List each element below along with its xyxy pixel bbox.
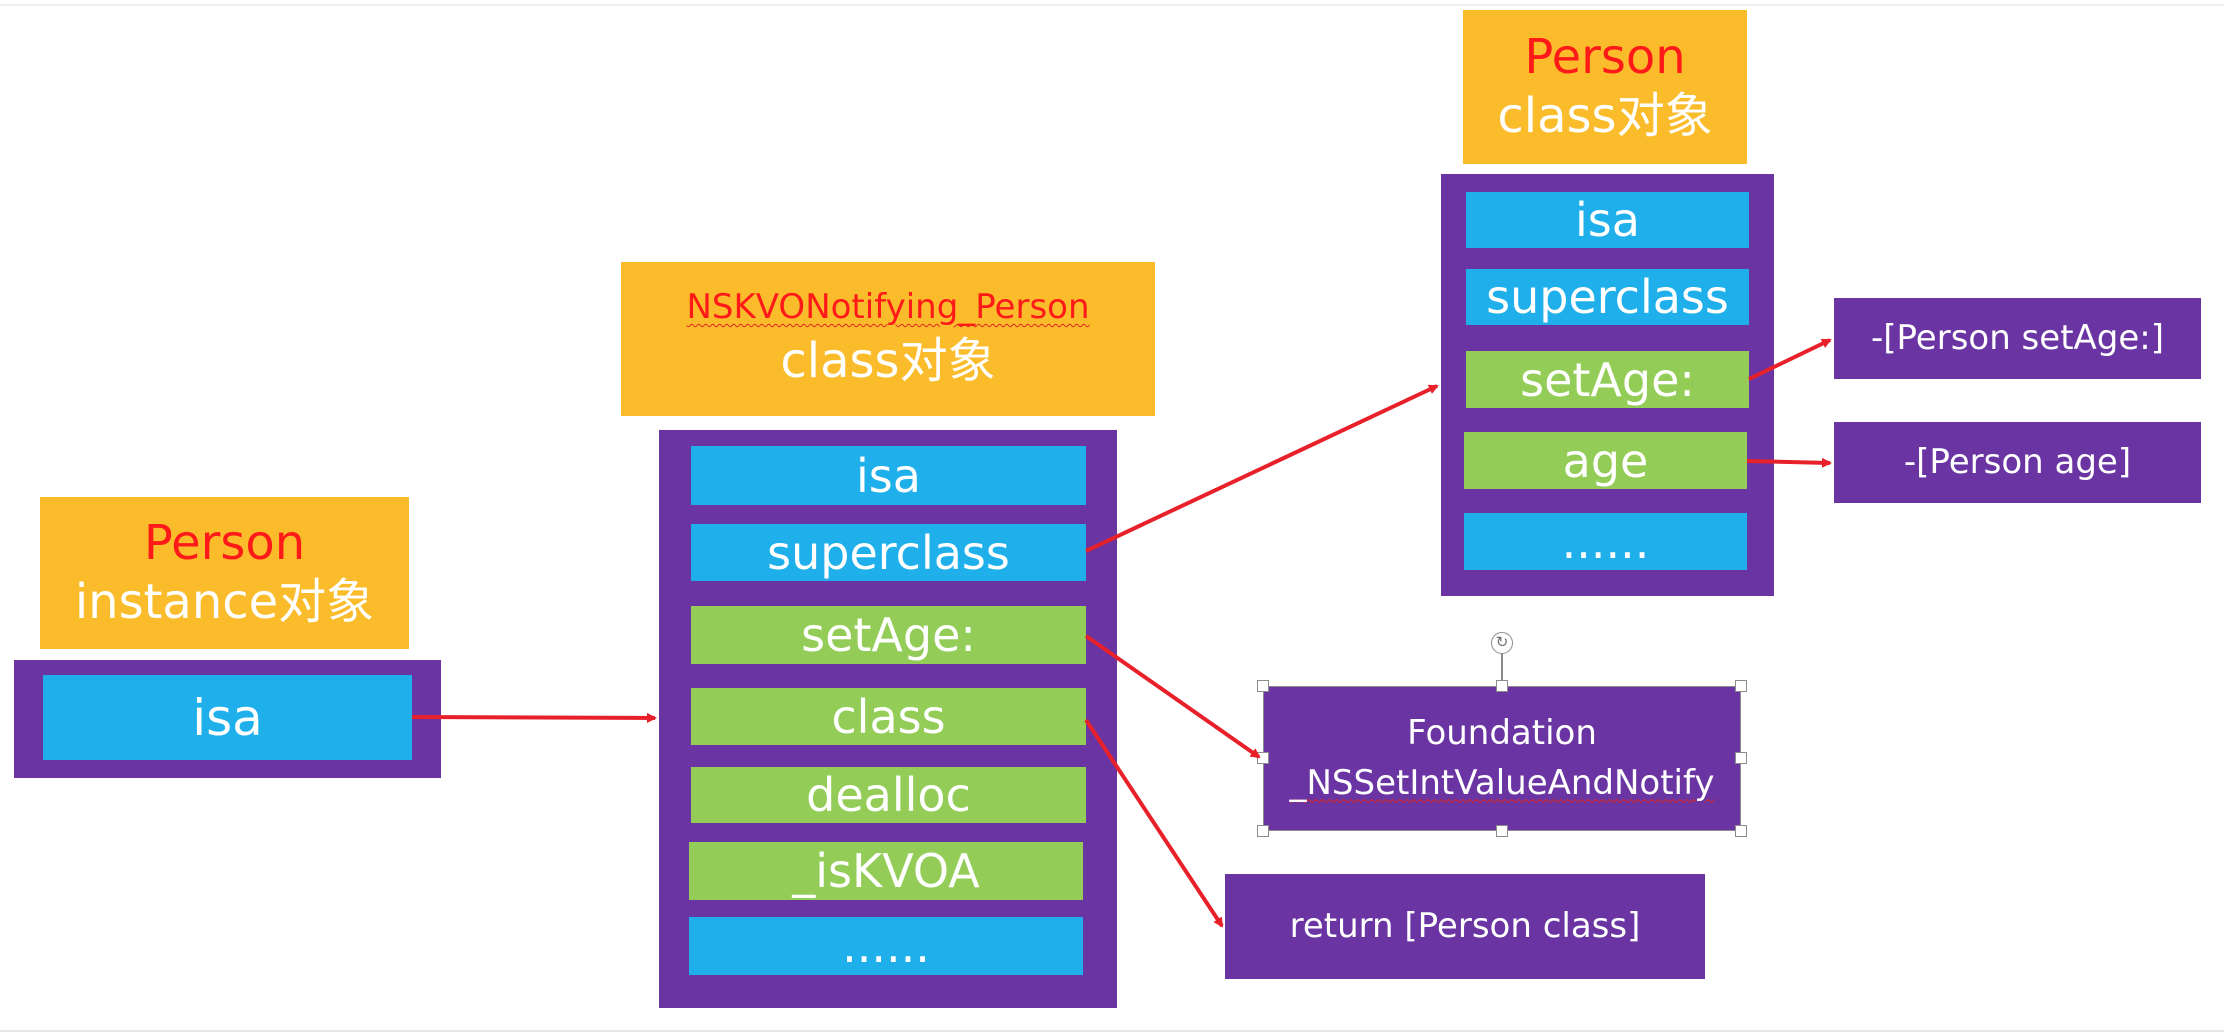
foundation-box[interactable]: Foundation _NSSetIntValueAndNotify [1263,686,1741,831]
resize-handle-right[interactable] [1735,752,1747,764]
arrow-person-age-to-method [1746,457,1832,468]
kvo-iskvoa-cell: _isKVOA [689,842,1083,900]
person-isa-cell: isa [1466,192,1749,248]
kvo-class-title-line2: class对象 [780,333,996,390]
resize-handle-top-right[interactable] [1735,680,1747,692]
person-ellipsis-cell: ...... [1464,513,1747,570]
kvo-isa-cell: isa [691,446,1086,505]
arrow-person-setage-to-method [1748,338,1832,381]
person-setage-method-label: -[Person setAge:] [1871,314,2164,363]
person-setage-cell: setAge: [1466,351,1749,408]
arrow-kvo-class-to-return [1084,718,1224,928]
resize-handle-top-left[interactable] [1257,680,1269,692]
kvo-class-title-line1: NSKVONotifying_Person [686,286,1090,327]
kvo-setage-cell: setAge: [691,606,1086,664]
person-class-title-line1: Person [1524,29,1686,86]
instance-isa-cell: isa [43,675,412,760]
top-border [0,4,2224,6]
kvo-dealloc-cell: dealloc [691,767,1086,823]
resize-handle-bottom-left[interactable] [1257,825,1269,837]
rotate-icon[interactable]: ↻ [1491,632,1513,654]
rotate-handle-stem [1501,654,1503,681]
person-instance-title-line1: Person [143,515,306,572]
bottom-border [0,1030,2224,1032]
resize-handle-bottom[interactable] [1496,825,1508,837]
kvo-class-method-cell: class [691,688,1086,745]
person-setage-method-text: -[Person setAge:] [1870,317,2165,358]
person-setage-method-box: -[Person setAge:] [1834,298,2201,379]
person-age-method-box: -[Person age] [1834,422,2201,503]
return-class-box: return [Person class] [1225,874,1705,979]
return-class-label: return [Person class] [1289,905,1641,946]
foundation-box-line2: _NSSetIntValueAndNotify [1289,762,1715,803]
resize-handle-bottom-right[interactable] [1735,825,1747,837]
person-superclass-cell: superclass [1466,269,1749,325]
arrow-instance-isa-to-kvo-class [411,712,657,723]
person-class-title-line2: class对象 [1497,88,1713,144]
person-class-title: Person class对象 [1463,10,1747,164]
person-age-method-label: -[Person age] [1903,441,2132,482]
kvo-class-title: NSKVONotifying_Person class对象 [621,262,1155,416]
person-instance-title-line2: instance对象 [74,574,375,630]
foundation-box-line1: Foundation [1407,713,1597,754]
arrow-kvo-setage-to-foundation [1084,634,1261,759]
person-instance-title: Person instance对象 [40,497,409,649]
person-age-cell: age [1464,432,1747,489]
kvo-superclass-cell: superclass [691,524,1086,581]
arrow-kvo-superclass-to-person-class [1085,384,1439,553]
kvo-ellipsis-cell: ...... [689,917,1083,975]
